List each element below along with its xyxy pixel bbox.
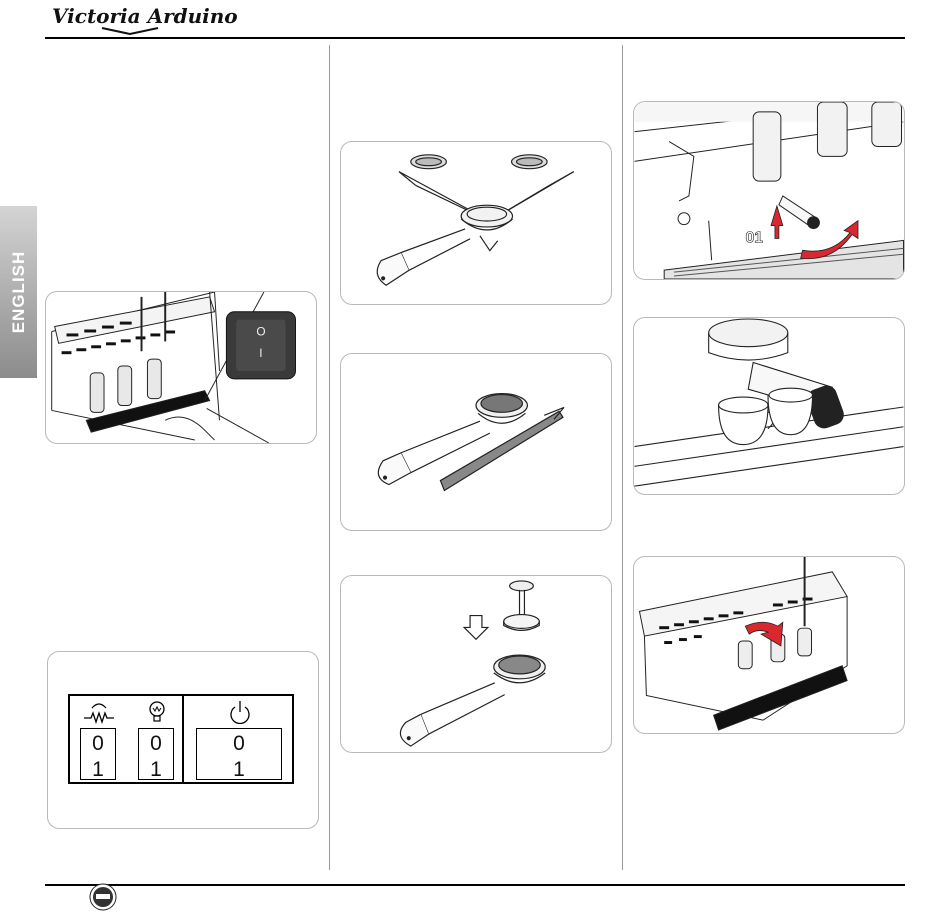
tamping-illustration (340, 575, 612, 753)
header-rule (45, 37, 905, 39)
lamp-switch-states: 0 1 (138, 728, 174, 780)
machine-power-switch-illustration: O I (45, 291, 317, 444)
brew-button-illustration (633, 556, 905, 734)
column-divider-right (622, 45, 623, 870)
brewing-cups-illustration (633, 317, 905, 495)
main-power-switch-states: 0 1 (196, 728, 282, 780)
power-off-value: 0 (197, 731, 281, 757)
power-on-value: 1 (197, 757, 281, 783)
leveling-coffee-illustration (340, 353, 612, 531)
footer-rule (45, 884, 905, 886)
heating-on-value: 1 (81, 757, 115, 783)
lamp-icon (146, 700, 168, 724)
certification-seal-icon (89, 883, 117, 911)
language-label: ENGLISH (9, 251, 29, 334)
switch-table: 0 1 0 1 0 1 (68, 694, 294, 784)
lamp-off-value: 0 (139, 731, 173, 757)
heating-off-value: 0 (81, 731, 115, 757)
switch-on-symbol: I (259, 346, 262, 360)
column-divider-left (329, 45, 330, 870)
step-number-label: 01 (745, 229, 763, 246)
filter-basket-illustration (340, 141, 612, 305)
logo-swoosh (100, 24, 160, 36)
lamp-on-value: 1 (139, 757, 173, 783)
power-icon (228, 700, 252, 724)
language-tab: ENGLISH (0, 206, 37, 378)
insert-portafilter-illustration: 01 (633, 101, 905, 280)
heating-switch-states: 0 1 (80, 728, 116, 780)
heating-element-icon (82, 700, 116, 724)
switch-off-symbol: O (256, 324, 265, 338)
